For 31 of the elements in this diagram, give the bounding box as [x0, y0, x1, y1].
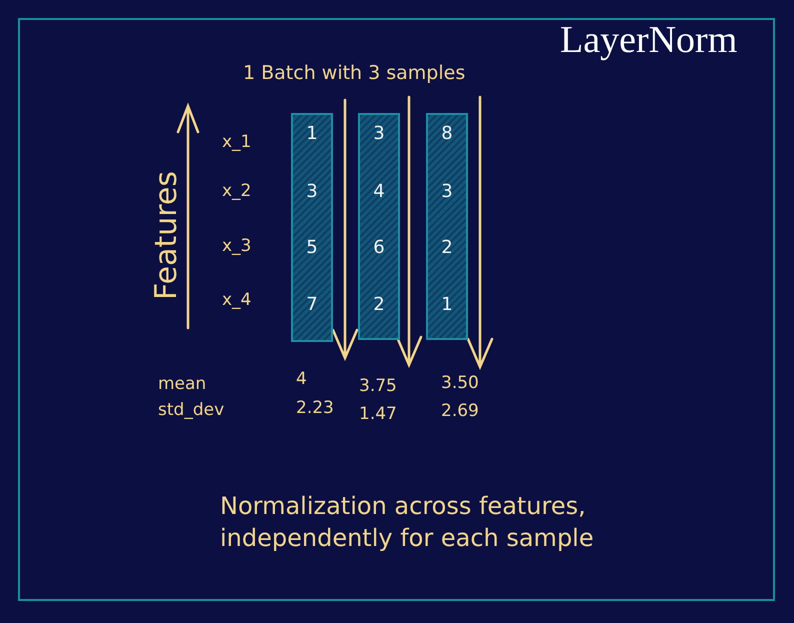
- caption: Normalization across features, independently for each sample: [220, 491, 595, 554]
- cell-value: 2: [440, 239, 454, 257]
- stat-value: 2.69: [441, 403, 479, 420]
- cell-value: 6: [372, 239, 386, 257]
- feature-label: x_3: [222, 238, 252, 255]
- stat-value: 2.23: [296, 400, 334, 417]
- title: LayerNorm: [560, 20, 738, 62]
- batch-label: 1 Batch with 3 samples: [243, 64, 466, 83]
- cell-value: 3: [372, 125, 386, 143]
- stat-value: 4: [296, 371, 307, 388]
- cell-value: 3: [305, 183, 319, 201]
- cell-value: 2: [372, 296, 386, 314]
- sample-column: [358, 113, 400, 340]
- feature-label: x_2: [222, 183, 252, 200]
- row-label: mean: [158, 376, 206, 393]
- cell-value: 5: [305, 239, 319, 257]
- feature-label: x_1: [222, 134, 252, 151]
- sample-column: [291, 113, 333, 342]
- cell-value: 4: [372, 183, 386, 201]
- cell-value: 8: [440, 125, 454, 143]
- axis-label: Features: [152, 171, 182, 300]
- stat-value: 3.50: [441, 375, 479, 392]
- cell-value: 1: [305, 125, 319, 143]
- row-label: std_dev: [158, 402, 224, 419]
- cell-value: 1: [440, 296, 454, 314]
- cell-value: 7: [305, 296, 319, 314]
- cell-value: 3: [440, 183, 454, 201]
- feature-label: x_4: [222, 292, 252, 309]
- stat-value: 1.47: [359, 406, 397, 423]
- sample-column: [426, 113, 468, 340]
- stat-value: 3.75: [359, 378, 397, 395]
